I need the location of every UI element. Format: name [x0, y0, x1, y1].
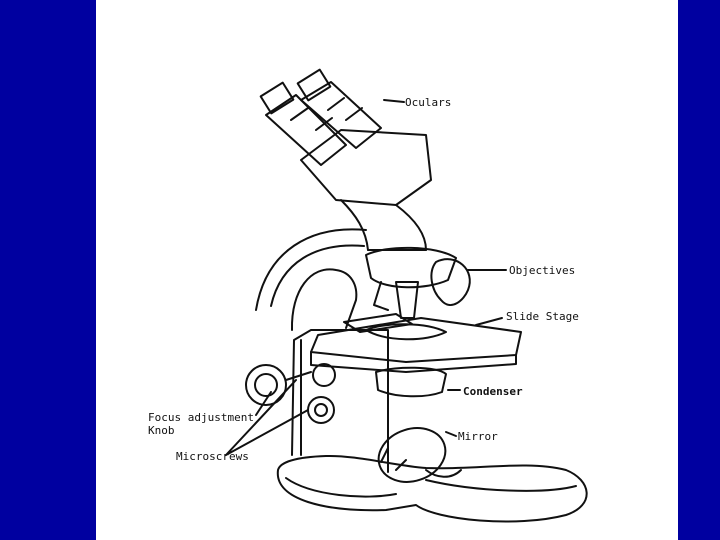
microscope-head [300, 129, 432, 206]
label-focus-knob: Knob [148, 424, 175, 437]
nosepiece [365, 246, 457, 289]
microscope-pillar [291, 329, 389, 473]
label-slide-stage: Slide Stage [506, 310, 579, 323]
ocular-left [265, 94, 347, 166]
objective-center [395, 281, 419, 319]
mirror-part [377, 427, 447, 483]
microscope-arm [255, 228, 367, 311]
label-focus-adjustment: Focus adjustment [148, 411, 254, 424]
label-oculars: Oculars [405, 96, 452, 109]
label-microscrews: Microscrews [176, 450, 249, 463]
label-mirror: Mirror [458, 430, 498, 443]
diagram-page: Oculars Objectives Slide Stage Condenser… [96, 0, 678, 540]
label-objectives: Objectives [509, 264, 576, 277]
label-condenser: Condenser [463, 385, 523, 398]
focus-knob [245, 364, 287, 406]
objective-side [430, 258, 471, 306]
condenser-part [375, 366, 447, 398]
microscope-drawing [225, 68, 588, 523]
ocular-right [300, 81, 382, 149]
microscope-base [276, 454, 588, 523]
